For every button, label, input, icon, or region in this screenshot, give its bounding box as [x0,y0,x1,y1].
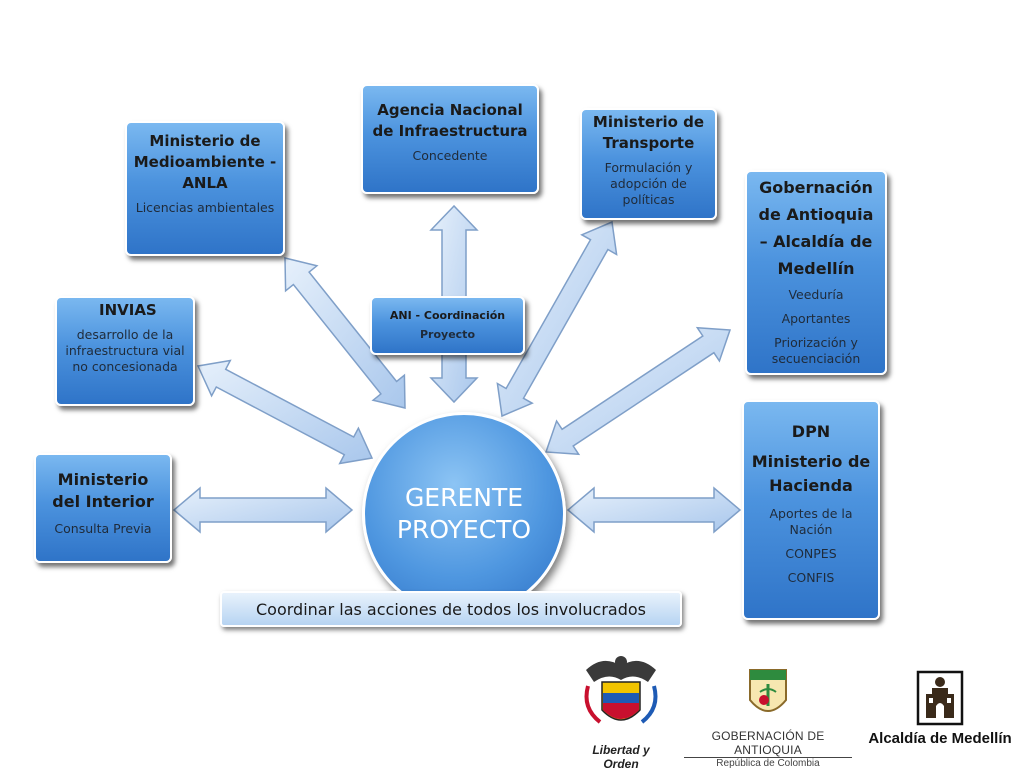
medellin-shield-icon [916,670,964,726]
node-coordinacion-subtitle: Proyecto [419,328,475,341]
node-gobernacion-line-2: Aportantes [781,311,851,326]
node-medioambiente-line: Licencias ambientales [135,200,275,215]
logo-colombia: Libertad y Orden [578,652,664,771]
node-hacienda-title-1: DPN [791,422,831,441]
node-interior-line: Consulta Previa [54,521,152,536]
node-transporte: Ministerio de Transporte Formulación y a… [580,108,717,220]
node-hacienda: DPN Ministerio de Hacienda Aportes de la… [742,400,880,620]
logo-antioquia: GOBERNACIÓN DE ANTIOQUIA República de Co… [684,666,852,769]
node-gobernacion: Gobernación de Antioquia – Alcaldía de M… [745,170,887,375]
node-agencia-title: Agencia Nacional de Infraestructura [372,101,528,140]
arrow-interior [172,486,354,534]
node-hacienda-line-3: CONFIS [787,570,835,585]
colombia-motto: Libertad y Orden [592,743,650,771]
node-interior-title: Ministerio del Interior [52,470,154,511]
node-gobernacion-title: Gobernación de Antioquia – Alcaldía de M… [758,178,874,278]
node-gobernacion-line-3: Priorización y secuenciación [771,335,861,366]
node-hacienda-line-1: Aportes de la Nación [769,506,853,537]
node-medioambiente-title: Ministerio de Medioambiente - ANLA [133,132,277,192]
antioquia-country: República de Colombia [716,758,820,769]
node-gerente-proyecto-label: GERENTE PROYECTO [396,483,532,544]
node-transporte-title: Ministerio de Transporte [592,113,705,152]
node-agencia-line: Concedente [412,148,488,163]
arrow-hacienda [566,486,742,534]
bottom-coordination-bar: Coordinar las acciones de todos los invo… [220,591,682,627]
node-hacienda-title-2: Ministerio de Hacienda [751,452,871,495]
node-invias: INVIAS desarrollo de la infraestructura … [55,296,195,406]
node-interior: Ministerio del Interior Consulta Previa [34,453,172,563]
arrow-medioambiente [284,257,406,409]
logo-medellin: Alcaldía de Medellín [860,670,1020,750]
node-transporte-line: Formulación y adopción de políticas [604,160,693,207]
node-medioambiente: Ministerio de Medioambiente - ANLA Licen… [125,121,285,256]
node-agencia: Agencia Nacional de Infraestructura Conc… [361,84,539,194]
node-coordinacion: ANI - Coordinación Proyecto [370,296,525,355]
medellin-name: Alcaldía de Medellín [868,730,1012,747]
node-hacienda-line-2: CONPES [785,546,837,561]
arrow-transporte [496,220,618,418]
antioquia-shield-icon [749,669,787,712]
antioquia-name: GOBERNACIÓN DE ANTIOQUIA [684,729,852,758]
arrow-gobernacion [544,326,732,456]
arrow-invias [196,359,374,465]
colombia-coat-of-arms-icon [584,656,658,724]
node-gobernacion-line-1: Veeduría [788,287,844,302]
node-coordinacion-title: ANI - Coordinación [389,309,506,322]
node-gerente-proyecto: GERENTE PROYECTO [362,412,566,616]
bottom-coordination-text: Coordinar las acciones de todos los invo… [255,599,647,619]
node-invias-line: desarrollo de la infraestructura vial no… [65,327,185,374]
node-invias-title: INVIAS [99,301,157,319]
